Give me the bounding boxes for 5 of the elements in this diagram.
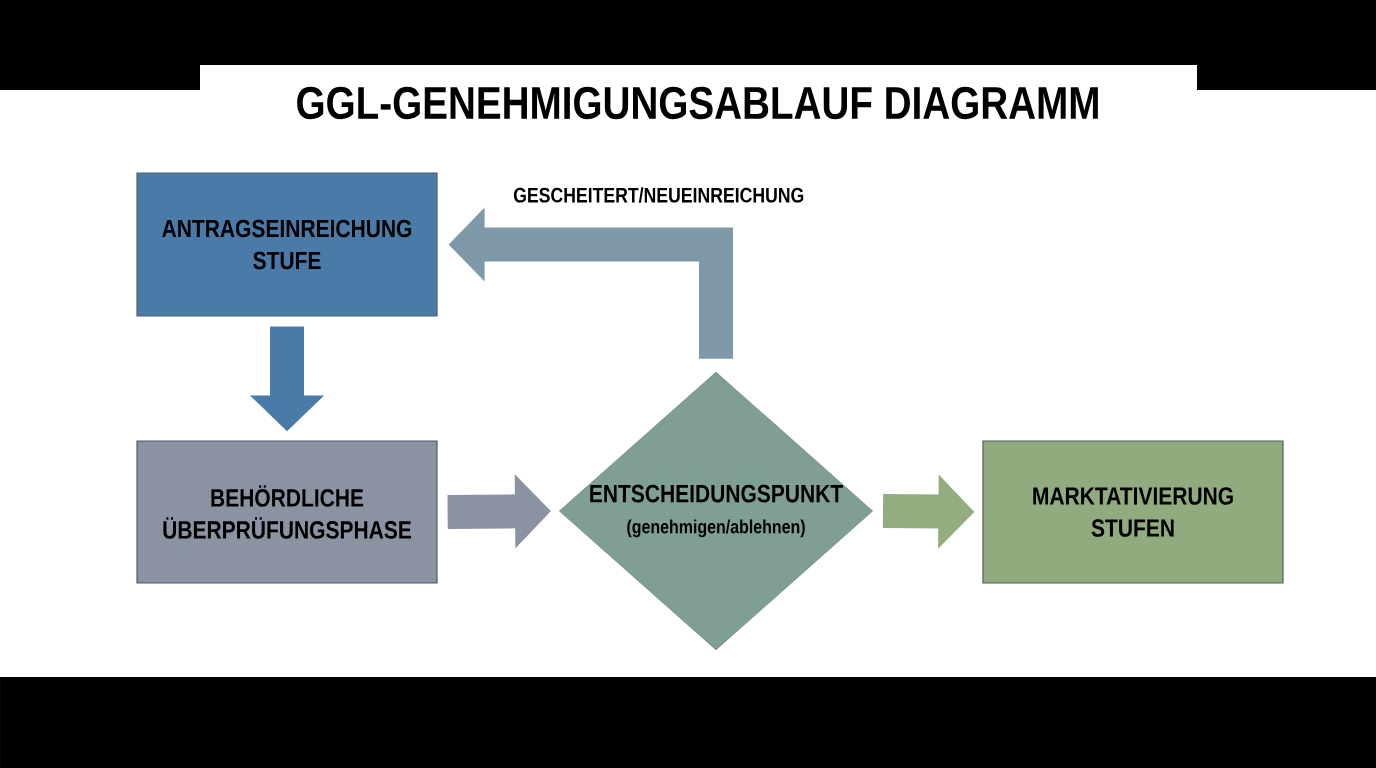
process-box: BEHÖRDLICHE ÜBERPRÜFUNGSPHASE [136, 440, 438, 584]
edge-label: GESCHEITERT/NEUEINREICHUNG [513, 187, 804, 203]
process-box: ANTRAGSEINREICHUNG STUFE [136, 172, 438, 317]
title: GGL-GENEHMIGUNGSABLAUF DIAGRAMM [297, 86, 1098, 120]
process-box: MARKTATIVIERUNG STUFEN [982, 440, 1284, 584]
